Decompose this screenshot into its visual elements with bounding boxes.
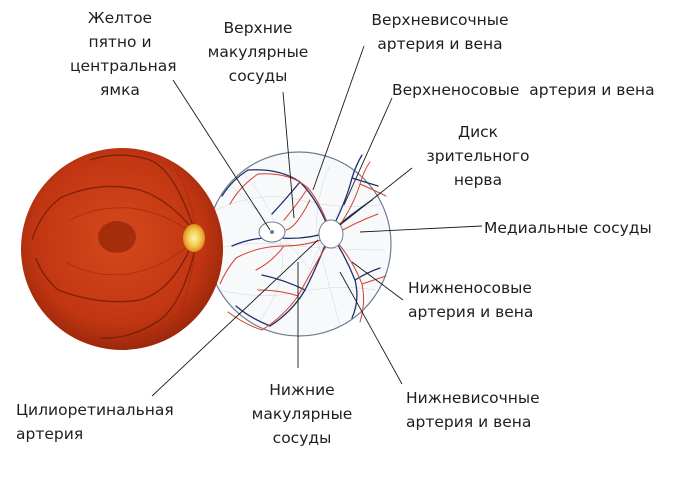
leader-medial: [359, 225, 483, 233]
schematic-fundus: [206, 151, 392, 337]
label-medial-vessels: Медиальные сосуды: [484, 219, 652, 237]
label-upper-temporal: Верхневисочные артерия и вена: [371, 11, 509, 53]
leader-cilioretinal: [151, 239, 319, 397]
label-lower-nasal: Нижненосовые артерия и вена: [408, 279, 534, 321]
schematic-optic-disc: [318, 219, 344, 249]
label-cilioretinal-artery: Цилиоретинальная артерия: [16, 401, 174, 443]
leader-upper-macular: [282, 91, 295, 219]
label-lower-macular: Нижние макулярные сосуды: [251, 381, 353, 447]
fundus-photo: [21, 148, 223, 350]
leader-lower-nasal: [351, 261, 404, 301]
leader-lines: [151, 45, 483, 397]
leader-upper-temporal: [312, 45, 365, 191]
label-lower-temporal: Нижневисочные артерия и вена: [406, 389, 540, 431]
leader-upper-nasal: [343, 97, 393, 206]
label-macula: Желтое пятно и центральная ямка: [70, 9, 177, 99]
label-optic-disc: Диск зрительного нерва: [426, 123, 530, 189]
label-upper-nasal: Верхненосовые артерия и вена: [392, 81, 655, 99]
leader-disc: [339, 167, 413, 226]
label-upper-macular: Верхние макулярные сосуды: [207, 19, 309, 85]
leader-lower-temporal: [339, 271, 403, 385]
leader-macula: [172, 79, 271, 231]
